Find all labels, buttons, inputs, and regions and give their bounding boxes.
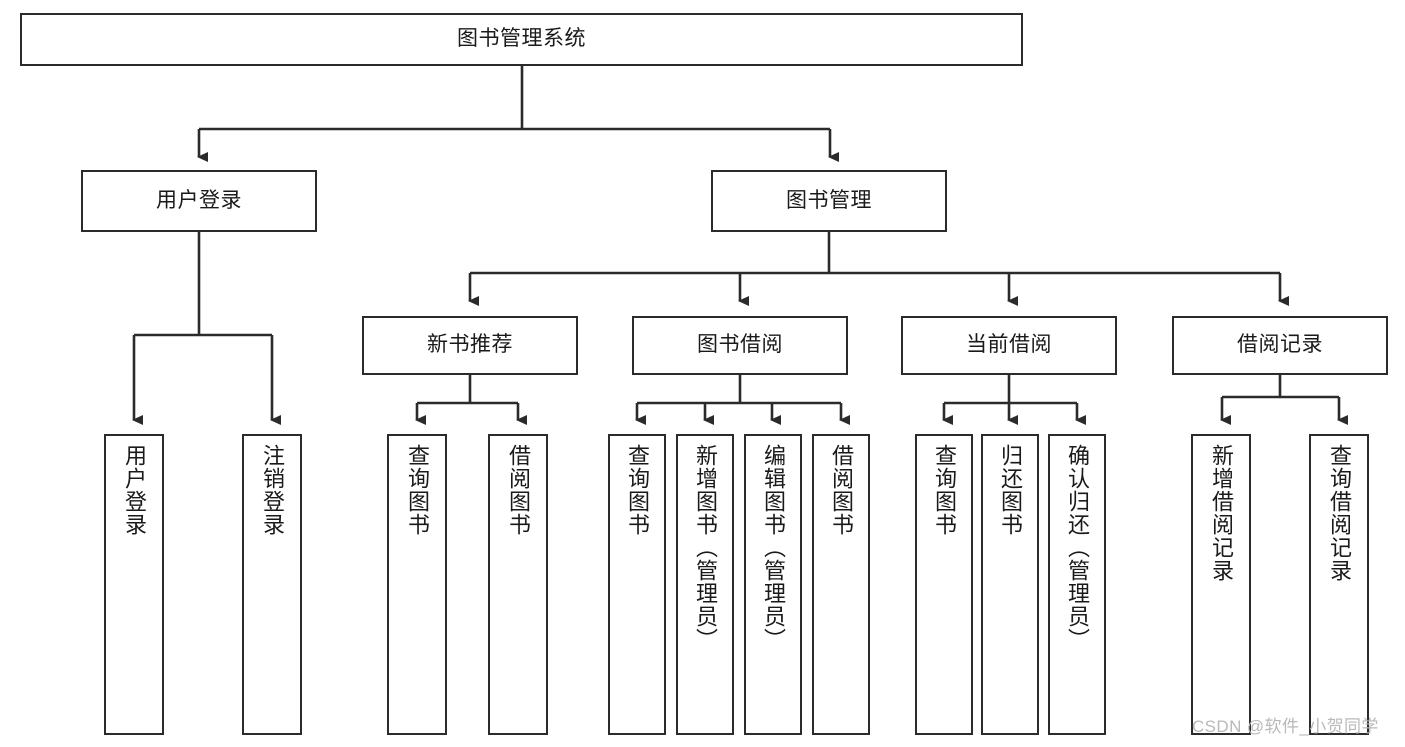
leaf-borrow-book-2[interactable]: 借阅图书	[812, 434, 870, 735]
node-book-borrow-label: 图书借阅	[697, 333, 783, 357]
leaf-return-book-label: 归还图书	[997, 444, 1023, 536]
leaf-edit-book[interactable]: 编辑图书（管理员）	[744, 434, 802, 735]
leaf-query-book-1-label: 查询图书	[404, 444, 430, 536]
node-root-label: 图书管理系统	[457, 27, 586, 51]
leaf-logout-label: 注销登录	[259, 444, 285, 536]
leaf-edit-book-label: 编辑图书（管理员）	[760, 444, 786, 651]
node-new-book-recommend-label: 新书推荐	[427, 333, 513, 357]
leaf-query-book-3-label: 查询图书	[931, 444, 957, 536]
leaf-query-book-3[interactable]: 查询图书	[915, 434, 973, 735]
node-root[interactable]: 图书管理系统	[20, 13, 1023, 66]
csdn-watermark: CSDN @软件_小贺同学	[1192, 717, 1379, 736]
node-borrow-record-label: 借阅记录	[1237, 333, 1323, 357]
leaf-borrow-book-2-label: 借阅图书	[828, 444, 854, 536]
leaf-add-record-label: 新增借阅记录	[1208, 444, 1234, 582]
leaf-query-record[interactable]: 查询借阅记录	[1309, 434, 1369, 735]
node-user-login[interactable]: 用户登录	[81, 170, 317, 232]
leaf-borrow-book-1[interactable]: 借阅图书	[488, 434, 548, 735]
leaf-query-book-2-label: 查询图书	[624, 444, 650, 536]
node-current-borrow-label: 当前借阅	[966, 333, 1052, 357]
node-book-manage-label: 图书管理	[786, 188, 872, 212]
leaf-user-login-label: 用户登录	[121, 444, 147, 536]
node-new-book-recommend[interactable]: 新书推荐	[362, 316, 578, 375]
leaf-query-record-label: 查询借阅记录	[1326, 444, 1352, 582]
leaf-add-record[interactable]: 新增借阅记录	[1191, 434, 1251, 735]
node-book-borrow[interactable]: 图书借阅	[632, 316, 848, 375]
node-book-manage[interactable]: 图书管理	[711, 170, 947, 232]
leaf-query-book-1[interactable]: 查询图书	[387, 434, 447, 735]
node-current-borrow[interactable]: 当前借阅	[901, 316, 1117, 375]
leaf-return-book[interactable]: 归还图书	[981, 434, 1039, 735]
node-user-login-label: 用户登录	[156, 188, 242, 212]
leaf-add-book-label: 新增图书（管理员）	[692, 444, 718, 651]
node-borrow-record[interactable]: 借阅记录	[1172, 316, 1388, 375]
leaf-add-book[interactable]: 新增图书（管理员）	[676, 434, 734, 735]
leaf-confirm-return-label: 确认归还（管理员）	[1064, 444, 1090, 651]
leaf-user-login[interactable]: 用户登录	[104, 434, 164, 735]
leaf-logout[interactable]: 注销登录	[242, 434, 302, 735]
leaf-borrow-book-1-label: 借阅图书	[505, 444, 531, 536]
leaf-query-book-2[interactable]: 查询图书	[608, 434, 666, 735]
leaf-confirm-return[interactable]: 确认归还（管理员）	[1048, 434, 1106, 735]
